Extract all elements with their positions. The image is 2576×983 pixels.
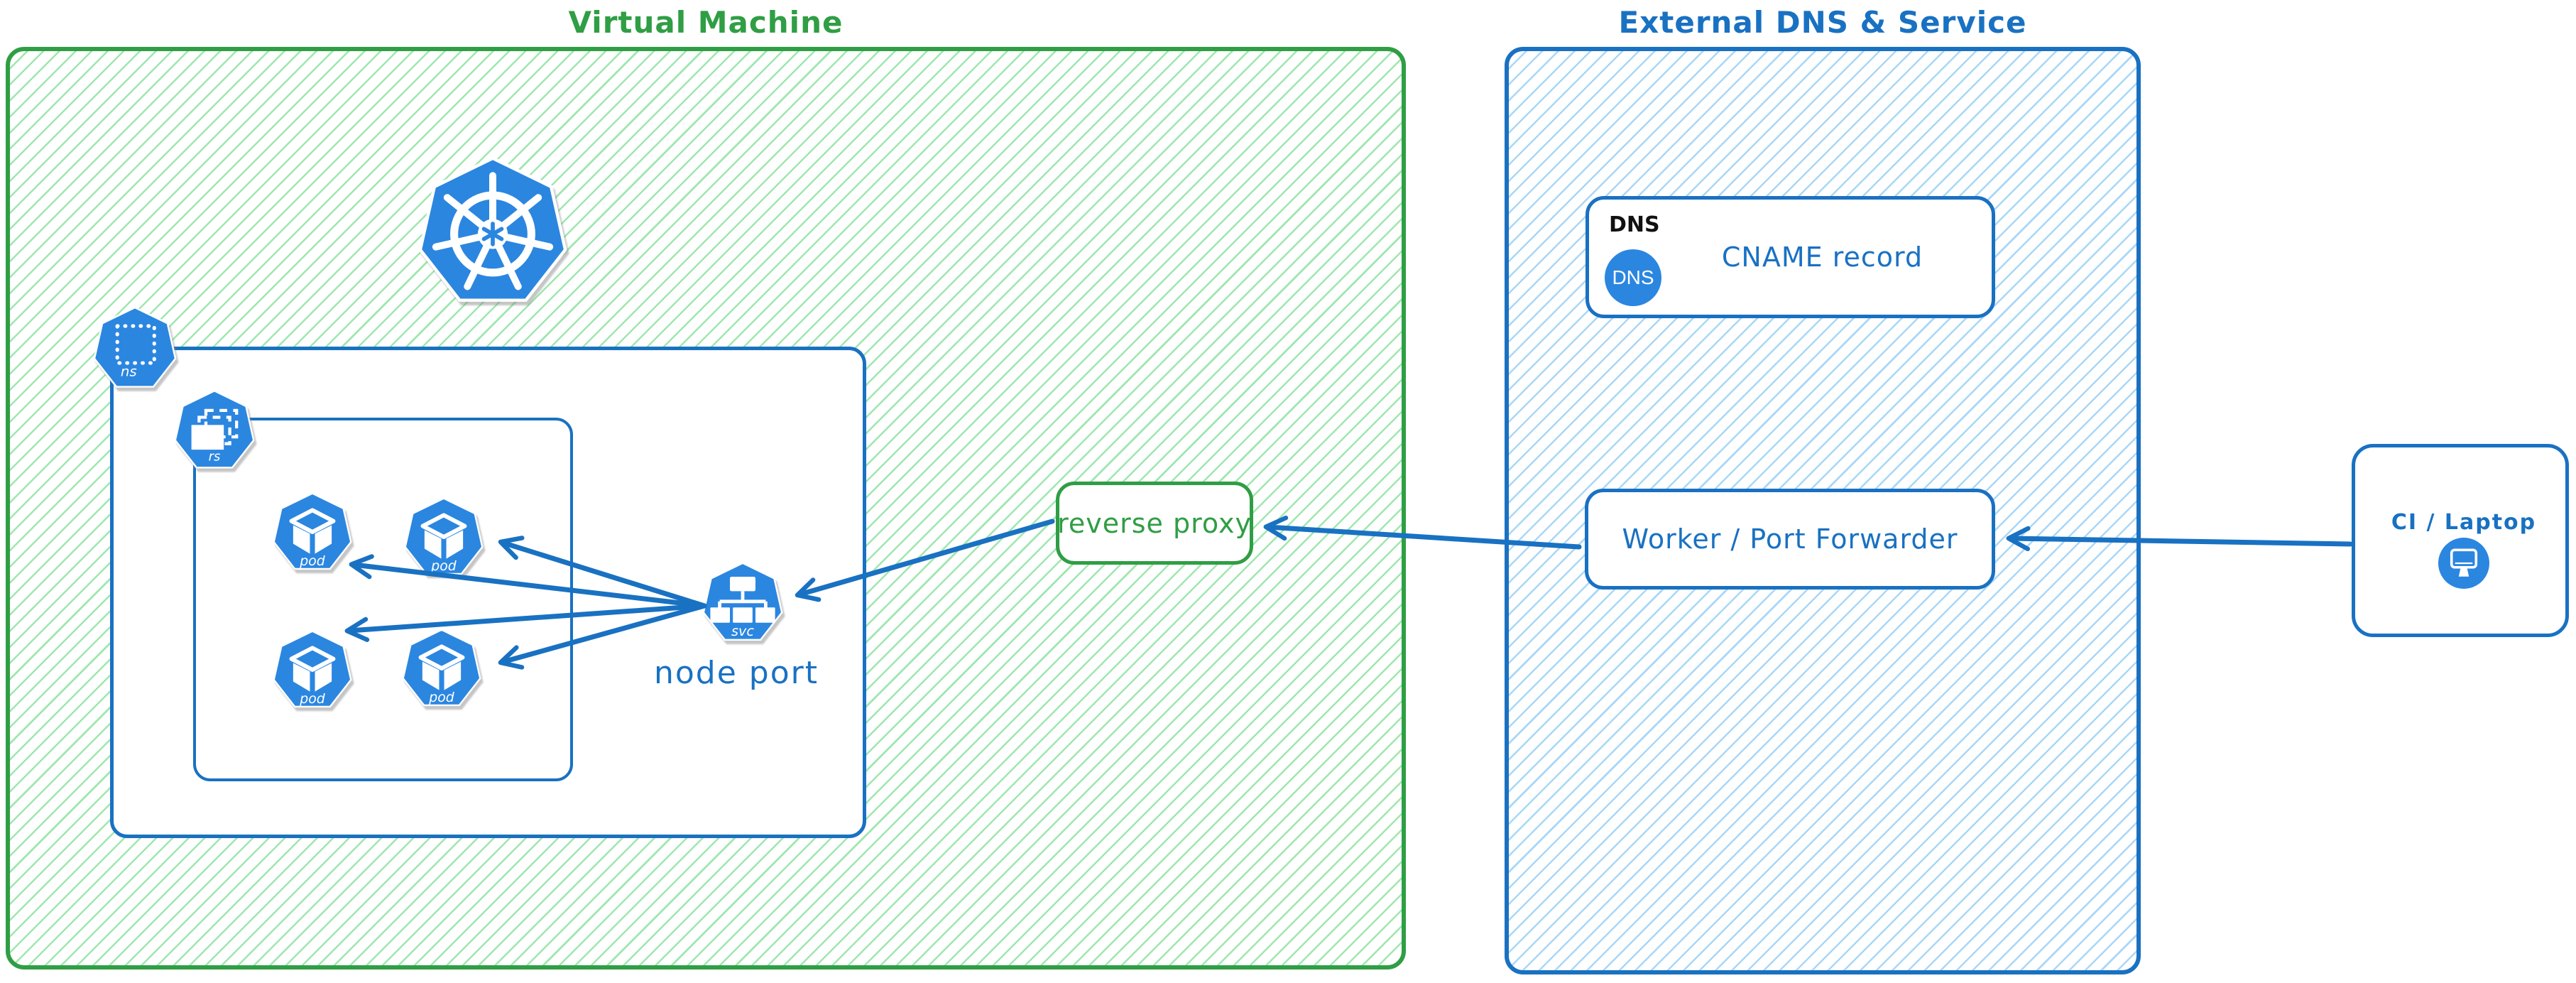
namespace-icon: ns [93, 306, 177, 388]
pod-icon-label: pod [299, 691, 326, 707]
worker-port-forwarder-label: Worker / Port Forwarder [1622, 523, 1958, 555]
pod-icon-3: pod [273, 630, 352, 708]
ci-laptop-label: CI / Laptop [2391, 510, 2537, 535]
kubernetes-logo-icon [418, 156, 567, 302]
worker-port-forwarder-box: Worker / Port Forwarder [1585, 489, 1995, 590]
reverse-proxy-label: reverse proxy [1057, 507, 1252, 539]
pod-icon-label: pod [299, 553, 326, 569]
external-title: External DNS & Service [1618, 5, 2027, 40]
namespace-icon-label: ns [121, 364, 137, 380]
dns-tag-label: DNS [1609, 212, 1660, 237]
vm-title: Virtual Machine [568, 5, 844, 40]
node-port-label: node port [654, 655, 819, 691]
replicaset-icon: rs [174, 389, 255, 469]
service-icon: svc [702, 562, 783, 641]
cname-record-label: CNAME record [1721, 241, 1923, 273]
pod-icon-label: pod [430, 558, 457, 574]
pod-icon-label: pod [428, 690, 455, 705]
dns-badge-icon: DNS [1605, 249, 1661, 306]
pod-icon-2: pod [404, 497, 484, 575]
pod-icon-1: pod [273, 492, 352, 570]
pod-icon-4: pod [402, 629, 481, 707]
replicaset-icon-label: rs [209, 450, 221, 465]
ci-laptop-box: CI / Laptop [2352, 444, 2569, 637]
reverse-proxy-box: reverse proxy [1056, 482, 1253, 565]
monitor-icon [2450, 548, 2478, 577]
dns-record-box: DNS DNS CNAME record [1586, 196, 1995, 318]
dns-badge-text: DNS [1612, 266, 1654, 288]
service-icon-label: svc [731, 623, 754, 639]
